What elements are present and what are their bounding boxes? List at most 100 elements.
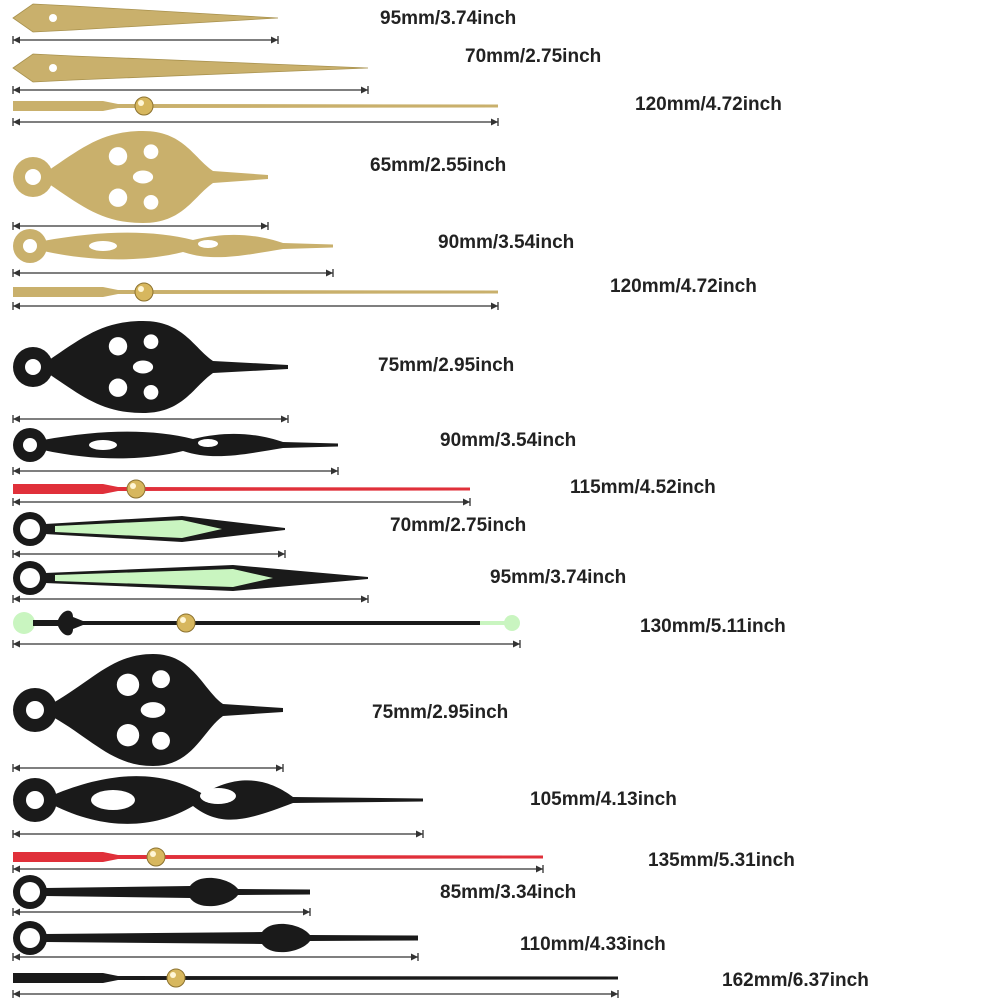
red-second-hand-icon (13, 479, 470, 499)
hand-body (33, 610, 480, 636)
hand-tail (13, 287, 103, 297)
hand-size-label: 115mm/4.52inch (570, 477, 716, 498)
luminous-second-hand-icon (13, 610, 520, 636)
luminous-insert (55, 520, 222, 538)
gold-scroll-hand-icon (13, 229, 333, 263)
ruler-arrow (13, 222, 20, 230)
measure-ruler (12, 953, 419, 961)
ruler-arrow (13, 36, 20, 44)
hand-body (45, 923, 418, 953)
hand-body (103, 484, 470, 494)
ruler-arrow (13, 953, 20, 961)
ruler-arrow (491, 302, 498, 310)
ruler-arrow (13, 467, 20, 475)
hand-cutout (132, 170, 154, 184)
hand-body (103, 973, 618, 983)
hand-cutout (116, 673, 140, 696)
measure-ruler (12, 269, 334, 277)
ruler-arrow (13, 550, 20, 558)
hand-cutout (143, 194, 159, 210)
hand-body (103, 101, 498, 111)
ruler-arrow (513, 640, 520, 648)
black-leaf-hand-icon (13, 921, 418, 955)
hand-size-label: 85mm/3.34inch (440, 882, 577, 903)
measure-ruler (12, 498, 471, 506)
luminous-hand-icon (13, 512, 285, 546)
luminous-dot (504, 615, 520, 631)
ruler-arrow (271, 36, 278, 44)
black-swirl-hand-icon (13, 776, 423, 824)
ruler-arrow (331, 467, 338, 475)
ruler-arrow (13, 865, 20, 873)
ruler-arrow (463, 498, 470, 506)
measure-ruler (12, 550, 286, 558)
measure-ruler (12, 415, 289, 423)
hand-hub-hole (25, 169, 41, 185)
hand-cutout (143, 384, 159, 400)
hand-body (103, 852, 543, 862)
black-leaf-hand-icon (13, 875, 310, 909)
measure-ruler (12, 118, 499, 126)
ruler-arrow (536, 865, 543, 873)
gold-spear-hand-icon (12, 3, 279, 33)
hand-hub-hole (20, 928, 40, 948)
hand-size-label: 110mm/4.33inch (520, 934, 666, 955)
hand-body (49, 321, 288, 413)
hand-cutout (200, 788, 236, 804)
black-ornate-hand-icon (13, 321, 288, 413)
hand-size-label: 95mm/3.74inch (380, 8, 517, 29)
luminous-insert (55, 569, 273, 587)
hand-hub-hole (25, 359, 41, 375)
hand-body (43, 232, 333, 260)
hand-hole (49, 64, 57, 72)
hand-size-label: 70mm/2.75inch (390, 515, 527, 536)
ruler-arrow (276, 764, 283, 772)
gold-spear-hand-icon (12, 53, 369, 83)
ruler-arrow (361, 595, 368, 603)
hand-size-label: 135mm/5.31inch (648, 850, 795, 871)
hand-cutout (198, 439, 218, 447)
ruler-arrow (281, 415, 288, 423)
measure-ruler (12, 36, 279, 44)
ruler-arrow (13, 990, 20, 998)
ruler-arrow (491, 118, 498, 126)
hand-body (103, 287, 498, 297)
measure-ruler (12, 990, 619, 998)
ruler-arrow (13, 86, 20, 94)
ruler-arrow (13, 640, 20, 648)
hand-cutout (152, 670, 170, 689)
hand-tail (13, 852, 103, 862)
measure-ruler (12, 467, 339, 475)
ruler-arrow (361, 86, 368, 94)
hand-body (12, 53, 369, 83)
hand-size-label: 162mm/6.37inch (722, 970, 869, 991)
hand-cutout (152, 731, 170, 750)
hub-highlight (150, 851, 156, 857)
hand-tail (13, 973, 103, 983)
hand-hub-hole (23, 438, 37, 452)
hand-cutout (89, 241, 117, 251)
hand-cutout (108, 188, 128, 207)
hand-size-label: 75mm/2.95inch (372, 702, 509, 723)
measure-ruler (12, 865, 544, 873)
ruler-arrow (13, 269, 20, 277)
hub-cap-icon (134, 282, 154, 302)
measure-ruler (12, 86, 369, 94)
gold-second-hand-icon (13, 96, 498, 116)
hub-cap-icon (146, 847, 166, 867)
hand-body (53, 776, 423, 824)
hand-size-label: 65mm/2.55inch (370, 155, 507, 176)
hand-size-label: 75mm/2.95inch (378, 355, 515, 376)
ruler-arrow (303, 908, 310, 916)
gold-second-hand-icon (13, 282, 498, 302)
hand-body (49, 131, 268, 223)
hand-cutout (108, 378, 128, 397)
hand-hub-hole (26, 701, 44, 719)
hub-cap-icon (134, 96, 154, 116)
measure-ruler (12, 595, 369, 603)
hand-size-label: 130mm/5.11inch (640, 616, 786, 637)
hand-cutout (91, 790, 135, 810)
gold-ornate-hand-icon (13, 131, 268, 223)
ruler-arrow (13, 498, 20, 506)
